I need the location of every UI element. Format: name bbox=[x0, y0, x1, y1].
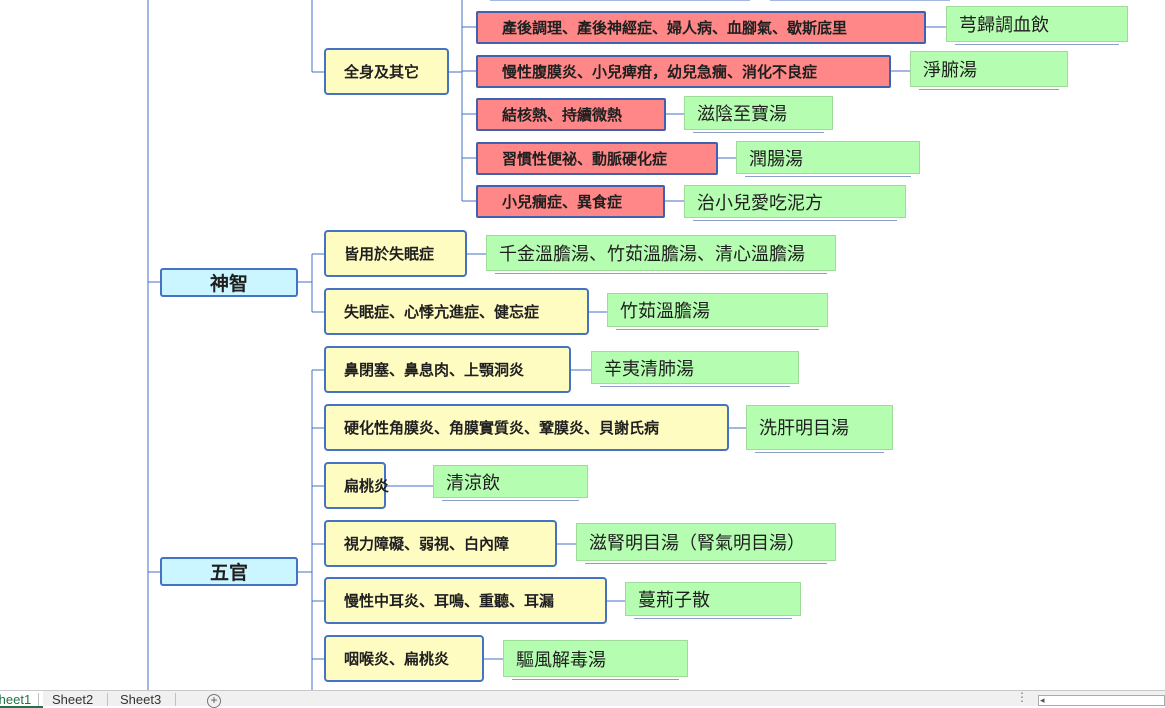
horizontal-scrollbar[interactable] bbox=[1038, 695, 1165, 706]
remedy-node[interactable]: 驅風解毒湯 bbox=[503, 640, 688, 680]
tab-sheet1[interactable]: Sheet1 bbox=[0, 691, 44, 708]
plus-circle-icon[interactable]: + bbox=[207, 694, 221, 708]
remedy-node[interactable]: 辛夷清肺湯 bbox=[591, 351, 799, 387]
remedy-node[interactable]: 清涼飲 bbox=[433, 465, 588, 501]
remedy-node[interactable]: 洗肝明目湯 bbox=[746, 405, 893, 453]
category-node-wuguan[interactable]: 五官 bbox=[160, 557, 298, 586]
symptom-node[interactable]: 視力障礙、弱視、白內障 bbox=[324, 520, 557, 567]
disease-node[interactable]: 習慣性便祕、動脈硬化症 bbox=[476, 142, 718, 175]
symptom-node[interactable]: 扁桃炎 bbox=[324, 462, 389, 509]
symptom-node[interactable]: 硬化性角膜炎、角膜實質炎、鞏膜炎、貝謝氏病 bbox=[324, 404, 729, 451]
symptom-node[interactable]: 慢性中耳炎、耳鳴、重聽、耳漏 bbox=[324, 577, 607, 624]
disease-node[interactable]: 小兒癇症、異食症 bbox=[476, 185, 665, 218]
disease-node[interactable]: 產後調理、產後神經症、婦人病、血腳氣、歇斯底里 bbox=[476, 11, 926, 44]
tab-divider bbox=[175, 693, 176, 706]
tab-divider bbox=[107, 693, 108, 706]
remedy-node[interactable]: 滋陰至寶湯 bbox=[684, 96, 833, 133]
remedy-node[interactable]: 蔓荊子散 bbox=[625, 582, 801, 619]
category-node-shenzhi[interactable]: 神智 bbox=[160, 268, 298, 297]
disease-node[interactable]: 慢性腹膜炎、小兒痺疳，幼兒急癇、消化不良症 bbox=[476, 55, 891, 88]
disease-node[interactable]: 結核熱、持續微熱 bbox=[476, 98, 666, 131]
scroll-left-icon[interactable]: ◂ bbox=[1040, 695, 1045, 705]
tab-sheet3[interactable]: Sheet3 bbox=[120, 692, 162, 707]
remedy-node[interactable]: 淨腑湯 bbox=[910, 51, 1068, 90]
symptom-node[interactable]: 全身及其它 bbox=[324, 48, 449, 95]
mindmap-canvas: 神智 五官 全身及其它 皆用於失眠症 失眠症、心悸亢進症、健忘症 鼻閉塞、鼻息肉… bbox=[147, 0, 1128, 690]
connector-lines bbox=[147, 0, 950, 690]
symptom-node[interactable]: 咽喉炎、扁桃炎 bbox=[324, 635, 484, 682]
remedy-node[interactable]: 滋腎明目湯（腎氣明目湯） bbox=[576, 523, 836, 564]
remedy-node[interactable]: 竹茹溫膽湯 bbox=[607, 293, 828, 330]
sheet-tab-bar: Sheet1 Sheet2 Sheet3 + ⋮ ◂ bbox=[0, 690, 1165, 708]
remedy-node[interactable]: 治小兒愛吃泥方 bbox=[684, 185, 906, 221]
remedy-node[interactable]: 千金溫膽湯、竹茹溫膽湯、清心溫膽湯 bbox=[486, 235, 836, 274]
tab-sheet2[interactable]: Sheet2 bbox=[52, 692, 94, 707]
ellipsis-icon[interactable]: ⋮ bbox=[1016, 690, 1028, 704]
symptom-node[interactable]: 失眠症、心悸亢進症、健忘症 bbox=[324, 288, 589, 335]
tab-divider bbox=[38, 693, 39, 706]
remedy-node[interactable]: 芎歸調血飲 bbox=[946, 6, 1128, 45]
symptom-node[interactable]: 皆用於失眠症 bbox=[324, 230, 467, 277]
symptom-node[interactable]: 鼻閉塞、鼻息肉、上顎洞炎 bbox=[324, 346, 571, 393]
remedy-node[interactable]: 潤腸湯 bbox=[736, 141, 920, 177]
